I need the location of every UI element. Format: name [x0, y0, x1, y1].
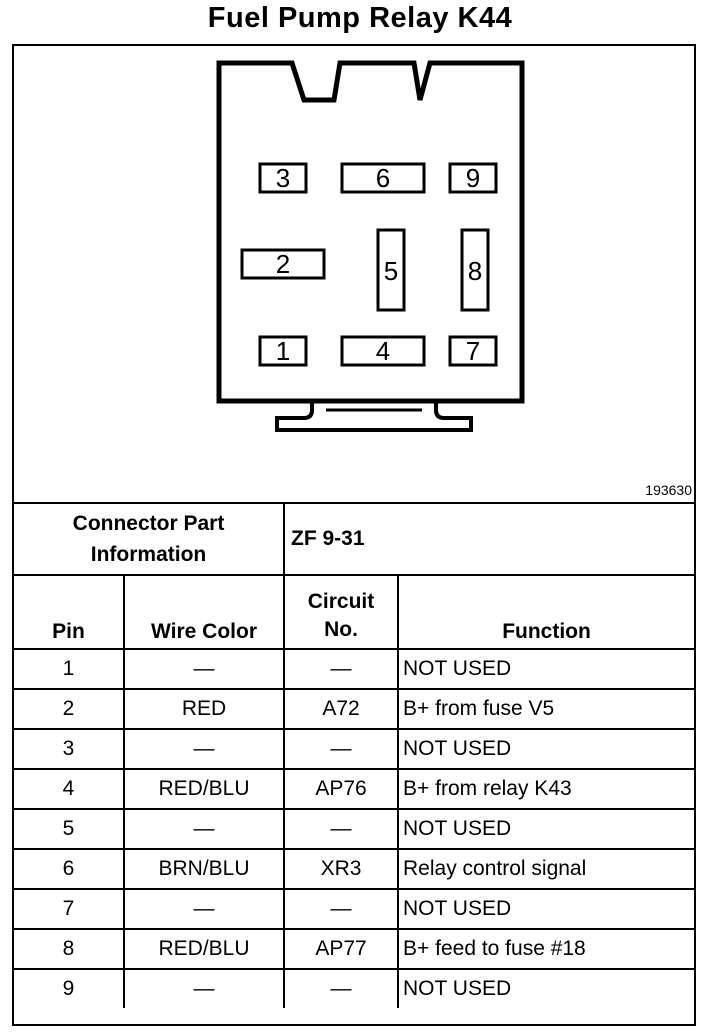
cell-wire-color: —: [122, 808, 286, 850]
cell-wire-color: —: [122, 968, 286, 1008]
cell-circuit-no: —: [283, 968, 400, 1008]
connector-info-value: ZF 9-31: [283, 504, 695, 576]
cell-circuit-no: —: [283, 649, 400, 690]
pin-label-5: 5: [384, 256, 398, 286]
figure-number: 193630: [645, 482, 692, 498]
cell-wire-color: BRN/BLU: [122, 848, 286, 890]
page-title: Fuel Pump Relay K44: [207, 2, 513, 34]
cell-circuit-no: A72: [283, 688, 400, 730]
cell-pin: 9: [14, 968, 125, 1008]
relay-mount-tab: [275, 401, 473, 432]
cell-function: NOT USED: [397, 888, 695, 930]
pin-box-3: 3: [258, 162, 308, 194]
header-function: Function: [397, 574, 695, 650]
cell-pin: 4: [14, 768, 125, 810]
cell-function: B+ from fuse V5: [397, 688, 695, 730]
pinout-table: Connector Part Information ZF 9-31 Pin W…: [14, 504, 695, 1008]
pin-label-7: 7: [466, 336, 480, 366]
header-pin: Pin: [14, 574, 125, 650]
pin-box-4: 4: [340, 335, 426, 367]
cell-circuit-no: —: [283, 808, 400, 850]
header-circuit-no: Circuit No.: [283, 574, 400, 650]
table-row: 9——NOT USED: [14, 968, 695, 1008]
cell-wire-color: RED: [122, 688, 286, 730]
cell-pin: 8: [14, 928, 125, 970]
pin-label-2: 2: [276, 249, 290, 279]
relay-body-outline: [216, 60, 525, 404]
pin-label-1: 1: [276, 336, 290, 366]
cell-pin: 7: [14, 888, 125, 930]
cell-circuit-no: XR3: [283, 848, 400, 890]
cell-pin: 2: [14, 688, 125, 730]
table-row: 5——NOT USED: [14, 808, 695, 850]
connector-drawing: 3 6 9 2 5 8 1: [216, 60, 525, 432]
pin-label-4: 4: [376, 336, 390, 366]
cell-pin: 3: [14, 728, 125, 770]
cell-circuit-no: AP77: [283, 928, 400, 970]
pin-label-3: 3: [276, 163, 290, 193]
connector-info-row: Connector Part Information ZF 9-31: [14, 504, 695, 576]
cell-function: Relay control signal: [397, 848, 695, 890]
cell-circuit-no: —: [283, 888, 400, 930]
pin-label-9: 9: [466, 163, 480, 193]
pin-label-6: 6: [376, 163, 390, 193]
connector-diagram: 3 6 9 2 5 8 1: [14, 46, 694, 504]
pin-box-6: 6: [340, 162, 426, 194]
cell-wire-color: RED/BLU: [122, 768, 286, 810]
cell-function: B+ feed to fuse #18: [397, 928, 695, 970]
table-row: 1——NOT USED: [14, 649, 695, 690]
pin-box-1: 1: [258, 335, 308, 367]
cell-function: NOT USED: [397, 649, 695, 690]
pin-box-5: 5: [376, 228, 406, 312]
pin-box-9: 9: [448, 162, 498, 194]
cell-wire-color: —: [122, 728, 286, 770]
table-row: 7——NOT USED: [14, 888, 695, 930]
cell-wire-color: RED/BLU: [122, 928, 286, 970]
cell-pin: 6: [14, 848, 125, 890]
cell-pin: 1: [14, 649, 125, 690]
cell-pin: 5: [14, 808, 125, 850]
pin-box-8: 8: [460, 228, 490, 312]
cell-function: NOT USED: [397, 728, 695, 770]
connector-info-label: Connector Part Information: [14, 504, 286, 576]
cell-circuit-no: —: [283, 728, 400, 770]
cell-function: NOT USED: [397, 968, 695, 1008]
cell-wire-color: —: [122, 649, 286, 690]
pin-box-7: 7: [448, 335, 498, 367]
cell-circuit-no: AP76: [283, 768, 400, 810]
relay-info-frame: 3 6 9 2 5 8 1: [12, 44, 696, 1026]
cell-function: B+ from relay K43: [397, 768, 695, 810]
pin-box-2: 2: [240, 248, 326, 280]
table-row: 3——NOT USED: [14, 728, 695, 770]
header-circuit-no-text: Circuit No.: [307, 590, 375, 641]
header-wire-color: Wire Color: [122, 574, 286, 650]
pin-label-8: 8: [468, 256, 482, 286]
cell-wire-color: —: [122, 888, 286, 930]
cell-function: NOT USED: [397, 808, 695, 850]
table-header-row: Pin Wire Color Circuit No. Function: [14, 574, 695, 650]
